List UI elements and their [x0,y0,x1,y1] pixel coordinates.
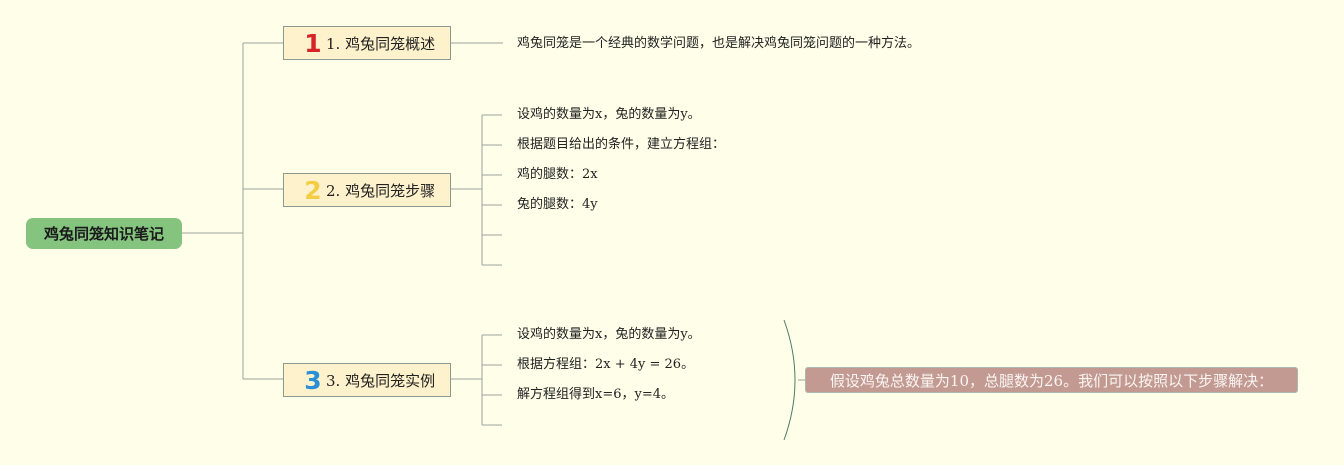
branch-label: 1. 鸡兔同笼概述 [326,34,436,53]
leaf-topic[interactable]: 设鸡的数量为x，兔的数量为y。 [517,107,701,122]
branch-label: 2. 鸡兔同笼步骤 [326,181,436,200]
leaf-topic[interactable]: 鸡兔同笼是一个经典的数学问题，也是解决鸡兔同笼问题的一种方法。 [517,36,921,51]
number-two-icon: 2 [304,175,322,205]
leaf-topic[interactable]: 鸡的腿数：2x [517,167,598,182]
number-one-icon: 1 [304,28,322,58]
branch-overview[interactable]: 1 1. 鸡兔同笼概述 [283,26,451,60]
leaf-topic[interactable]: 解方程组得到x=6，y=4。 [517,387,675,402]
leaf-topic[interactable]: 根据方程组：2x + 4y = 26。 [517,357,695,372]
number-three-icon: 3 [304,365,322,395]
summary-topic[interactable]: 假设鸡兔总数量为10，总腿数为26。我们可以按照以下步骤解决： [805,367,1298,393]
branch-label: 3. 鸡兔同笼实例 [326,371,436,390]
branch-steps[interactable]: 2 2. 鸡兔同笼步骤 [283,173,451,207]
root-topic[interactable]: 鸡兔同笼知识笔记 [26,218,182,249]
leaf-topic[interactable]: 兔的腿数：4y [517,197,598,212]
branch-example[interactable]: 3 3. 鸡兔同笼实例 [283,363,451,397]
leaf-topic[interactable]: 根据题目给出的条件，建立方程组： [517,137,726,152]
leaf-topic[interactable]: 设鸡的数量为x，兔的数量为y。 [517,327,701,342]
